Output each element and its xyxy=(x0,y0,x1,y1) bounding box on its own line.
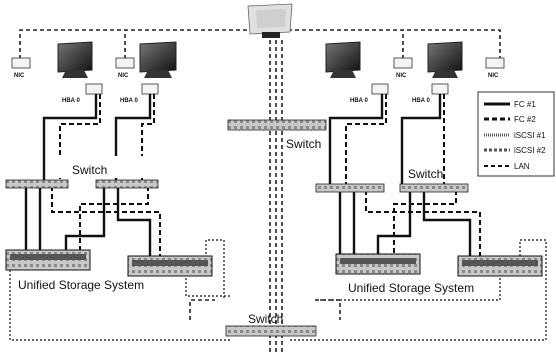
host-right-2 xyxy=(427,41,463,78)
hba-card: HBA 0 xyxy=(412,83,449,104)
nic-card: NIC xyxy=(485,57,505,79)
switch-label: Switch xyxy=(286,137,321,151)
hba-card: HBA 0 xyxy=(62,83,103,104)
hba-label: HBA 0 xyxy=(412,98,430,104)
legend-label: LAN xyxy=(514,162,530,171)
host-right-1 xyxy=(325,41,361,78)
storage-left-a xyxy=(5,249,91,271)
iscsi-links xyxy=(9,239,547,341)
switch-label: Switch xyxy=(72,163,107,177)
fc1-links-right xyxy=(328,94,472,256)
storage-right-a xyxy=(335,253,421,275)
legend-label: FC #1 xyxy=(514,100,536,109)
hba-label: HBA 0 xyxy=(62,98,80,104)
switch-left-b xyxy=(95,179,159,189)
nic-label: NIC xyxy=(14,73,25,79)
switch-label: Switch xyxy=(408,167,443,181)
nic-label: NIC xyxy=(118,73,129,79)
fc2-links-left xyxy=(51,94,161,256)
host-left-1 xyxy=(57,41,93,78)
legend-label: iSCSI #2 xyxy=(514,146,546,155)
fc1-links-left xyxy=(24,94,152,258)
switch-right-b xyxy=(399,183,469,193)
switch-left-a xyxy=(5,179,69,189)
fc2-links-right xyxy=(345,94,481,256)
storage-label: Unified Storage System xyxy=(18,278,144,292)
nic-card: NIC xyxy=(11,57,31,79)
switch-label: Switch xyxy=(248,312,283,326)
switch-label-bg xyxy=(52,156,144,178)
legend-label: iSCSI #1 xyxy=(514,131,546,140)
switch-bottom xyxy=(225,325,317,337)
storage-right-b xyxy=(457,255,543,277)
legend-label: FC #2 xyxy=(514,115,536,124)
hba-label: HBA 0 xyxy=(120,98,138,104)
legend: FC #1 FC #2 iSCSI #1 iSCSI #2 LAN xyxy=(477,91,555,177)
top-server xyxy=(247,3,293,38)
host-left-2 xyxy=(139,41,177,78)
nic-label: NIC xyxy=(396,73,407,79)
nic-label: NIC xyxy=(488,73,499,79)
nic-card: NIC xyxy=(115,57,135,79)
storage-label: Unified Storage System xyxy=(348,281,474,295)
switch-top-center xyxy=(227,119,327,131)
lan-links xyxy=(19,29,501,352)
switch-right-a xyxy=(315,183,385,193)
hba-card: HBA 0 xyxy=(120,83,159,104)
hba-label: HBA 0 xyxy=(350,98,368,104)
storage-left-b xyxy=(127,255,213,277)
hba-card: HBA 0 xyxy=(350,83,389,104)
nic-card: NIC xyxy=(393,57,413,79)
